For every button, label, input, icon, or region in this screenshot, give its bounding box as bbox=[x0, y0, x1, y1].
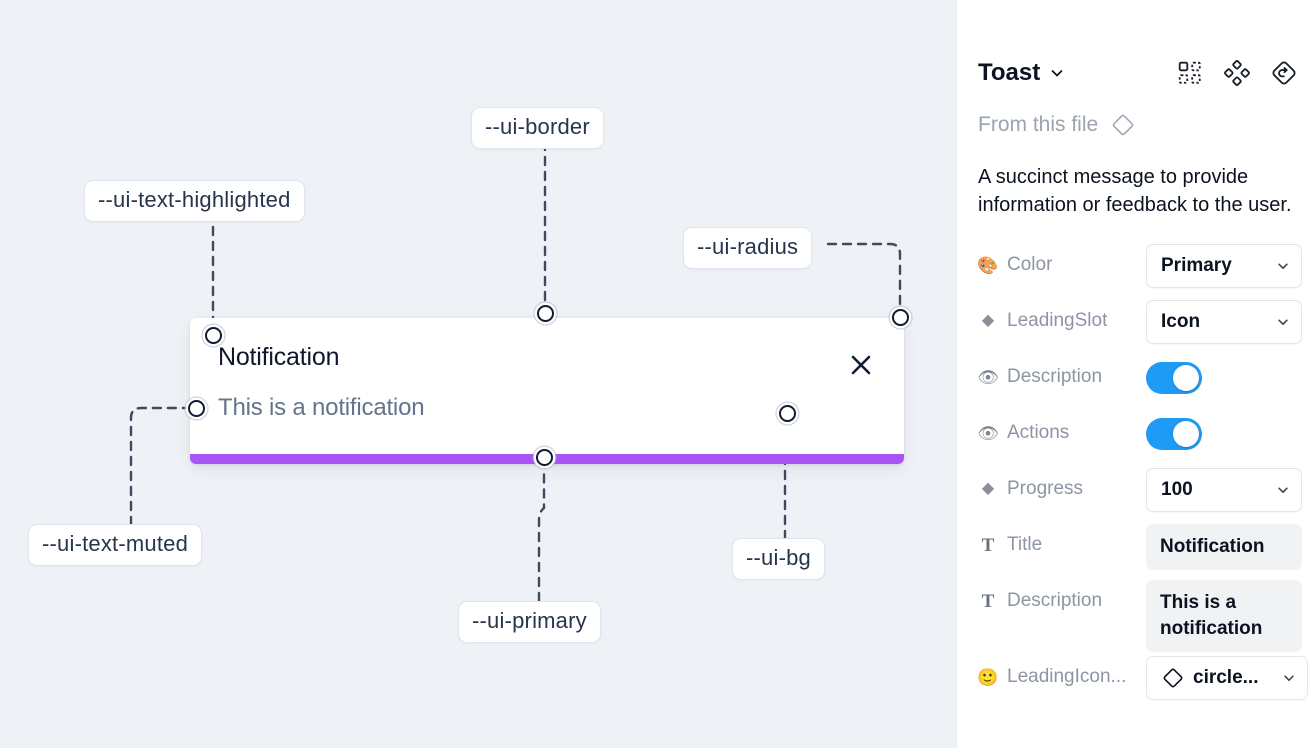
property-control: 100 bbox=[1146, 464, 1302, 512]
property-control: Icon bbox=[1146, 296, 1302, 344]
panel-title: Toast bbox=[978, 59, 1041, 86]
property-row-leading-icon: 🙂 LeadingIcon... circle... bbox=[957, 652, 1312, 708]
title-input[interactable]: Notification bbox=[1146, 524, 1302, 570]
from-this-file-label: From this file bbox=[978, 113, 1099, 136]
property-label-group: 🎨 Color bbox=[977, 240, 1146, 276]
four-diamond-icon[interactable] bbox=[1224, 60, 1250, 86]
component-set-icon[interactable] bbox=[1177, 60, 1203, 86]
token-pill-ui-bg[interactable]: --ui-bg bbox=[732, 538, 825, 580]
chevron-down-icon bbox=[1278, 263, 1288, 269]
token-pill-ui-text-highlighted[interactable]: --ui-text-highlighted bbox=[84, 180, 305, 222]
token-handle-ui-text-highlighted[interactable] bbox=[205, 327, 222, 344]
property-control bbox=[1146, 352, 1302, 394]
token-handle-ui-bg[interactable] bbox=[779, 405, 796, 422]
chevron-down-icon bbox=[1051, 70, 1063, 77]
chevron-down-icon bbox=[1278, 487, 1288, 493]
leading-slot-select-value: Icon bbox=[1161, 311, 1201, 332]
chevron-down-icon bbox=[1284, 675, 1294, 681]
property-control bbox=[1146, 408, 1302, 450]
properties-panel: Toast bbox=[956, 0, 1312, 748]
component-name-dropdown[interactable]: Toast bbox=[978, 59, 1065, 87]
property-label: LeadingSlot bbox=[1007, 310, 1108, 331]
property-label: Progress bbox=[1007, 478, 1084, 499]
property-control: Notification bbox=[1146, 520, 1302, 570]
token-pill-ui-text-muted[interactable]: --ui-text-muted bbox=[28, 524, 203, 566]
chevron-down-icon bbox=[1278, 319, 1288, 325]
property-row-actions-visibility: 👁 Actions bbox=[957, 408, 1312, 464]
toast-description: This is a notification bbox=[218, 394, 425, 421]
diamond-outline-icon bbox=[1112, 114, 1134, 136]
reset-instance-icon[interactable] bbox=[1271, 60, 1297, 86]
color-select-value: Primary bbox=[1161, 255, 1232, 276]
eye-emoji-icon: 👁 bbox=[977, 423, 999, 443]
eye-emoji-icon: 👁 bbox=[977, 367, 999, 387]
property-row-leading-slot: ◆ LeadingSlot Icon bbox=[957, 296, 1312, 352]
panel-header: Toast bbox=[957, 50, 1312, 96]
token-handle-ui-border[interactable] bbox=[537, 305, 554, 322]
description-input[interactable]: This is a notification bbox=[1146, 580, 1302, 652]
palette-emoji-icon: 🎨 bbox=[977, 255, 999, 275]
toggle-knob bbox=[1173, 421, 1199, 447]
from-this-file-row[interactable]: From this file bbox=[978, 112, 1136, 138]
leading-icon-select[interactable]: circle... bbox=[1146, 656, 1308, 700]
text-type-icon: T bbox=[981, 534, 995, 556]
property-label: Color bbox=[1007, 254, 1053, 275]
progress-select-value: 100 bbox=[1161, 479, 1193, 500]
design-canvas[interactable]: Notification This is a notification --ui… bbox=[0, 0, 956, 748]
toast-component[interactable]: Notification This is a notification bbox=[190, 318, 904, 464]
property-control: This is a notification bbox=[1146, 576, 1302, 652]
property-label: Description bbox=[1007, 366, 1103, 387]
property-label-group: 👁 Description bbox=[977, 352, 1146, 388]
token-handle-ui-primary[interactable] bbox=[536, 449, 553, 466]
property-label-group: T Title bbox=[978, 520, 1146, 556]
color-select[interactable]: Primary bbox=[1146, 244, 1302, 288]
property-row-color: 🎨 Color Primary bbox=[957, 240, 1312, 296]
token-pill-ui-border[interactable]: --ui-border bbox=[471, 107, 604, 149]
smiley-emoji-icon: 🙂 bbox=[977, 667, 999, 687]
property-label-group: T Description bbox=[978, 576, 1146, 612]
property-control: circle... bbox=[1146, 652, 1308, 700]
panel-tool-buttons bbox=[1177, 50, 1297, 96]
toast-title: Notification bbox=[218, 343, 340, 371]
actions-toggle[interactable] bbox=[1146, 418, 1202, 450]
leading-slot-select[interactable]: Icon bbox=[1146, 300, 1302, 344]
component-description: A succinct message to provide informatio… bbox=[978, 166, 1292, 216]
token-pill-ui-radius[interactable]: --ui-radius bbox=[683, 227, 813, 269]
text-type-icon: T bbox=[981, 590, 995, 612]
property-list: 🎨 Color Primary ◆ LeadingSlot bbox=[957, 240, 1312, 708]
property-row-title: T Title Notification bbox=[957, 520, 1312, 576]
diamond-outline-icon bbox=[1161, 666, 1185, 690]
property-label-group: ◆ LeadingSlot bbox=[978, 296, 1146, 332]
property-label-group: 🙂 LeadingIcon... bbox=[977, 652, 1146, 688]
property-row-progress: ◆ Progress 100 bbox=[957, 464, 1312, 520]
property-label-group: ◆ Progress bbox=[978, 464, 1146, 500]
token-handle-ui-text-muted[interactable] bbox=[188, 400, 205, 417]
close-x-icon[interactable] bbox=[848, 352, 874, 378]
description-toggle[interactable] bbox=[1146, 362, 1202, 394]
property-row-description-visibility: 👁 Description bbox=[957, 352, 1312, 408]
property-label: Title bbox=[1007, 534, 1043, 555]
toggle-knob bbox=[1173, 365, 1199, 391]
property-control: Primary bbox=[1146, 240, 1302, 288]
property-label: LeadingIcon... bbox=[1007, 666, 1127, 687]
token-handle-ui-radius[interactable] bbox=[892, 309, 909, 326]
property-label-group: 👁 Actions bbox=[977, 408, 1146, 444]
property-label: Actions bbox=[1007, 422, 1070, 443]
leading-icon-select-value: circle... bbox=[1193, 667, 1259, 688]
diamond-solid-icon: ◆ bbox=[981, 312, 995, 329]
token-pill-ui-primary[interactable]: --ui-primary bbox=[458, 601, 601, 643]
property-label: Description bbox=[1007, 590, 1103, 611]
diamond-solid-icon: ◆ bbox=[981, 480, 995, 497]
progress-select[interactable]: 100 bbox=[1146, 468, 1302, 512]
property-row-description-text: T Description This is a notification bbox=[957, 576, 1312, 652]
